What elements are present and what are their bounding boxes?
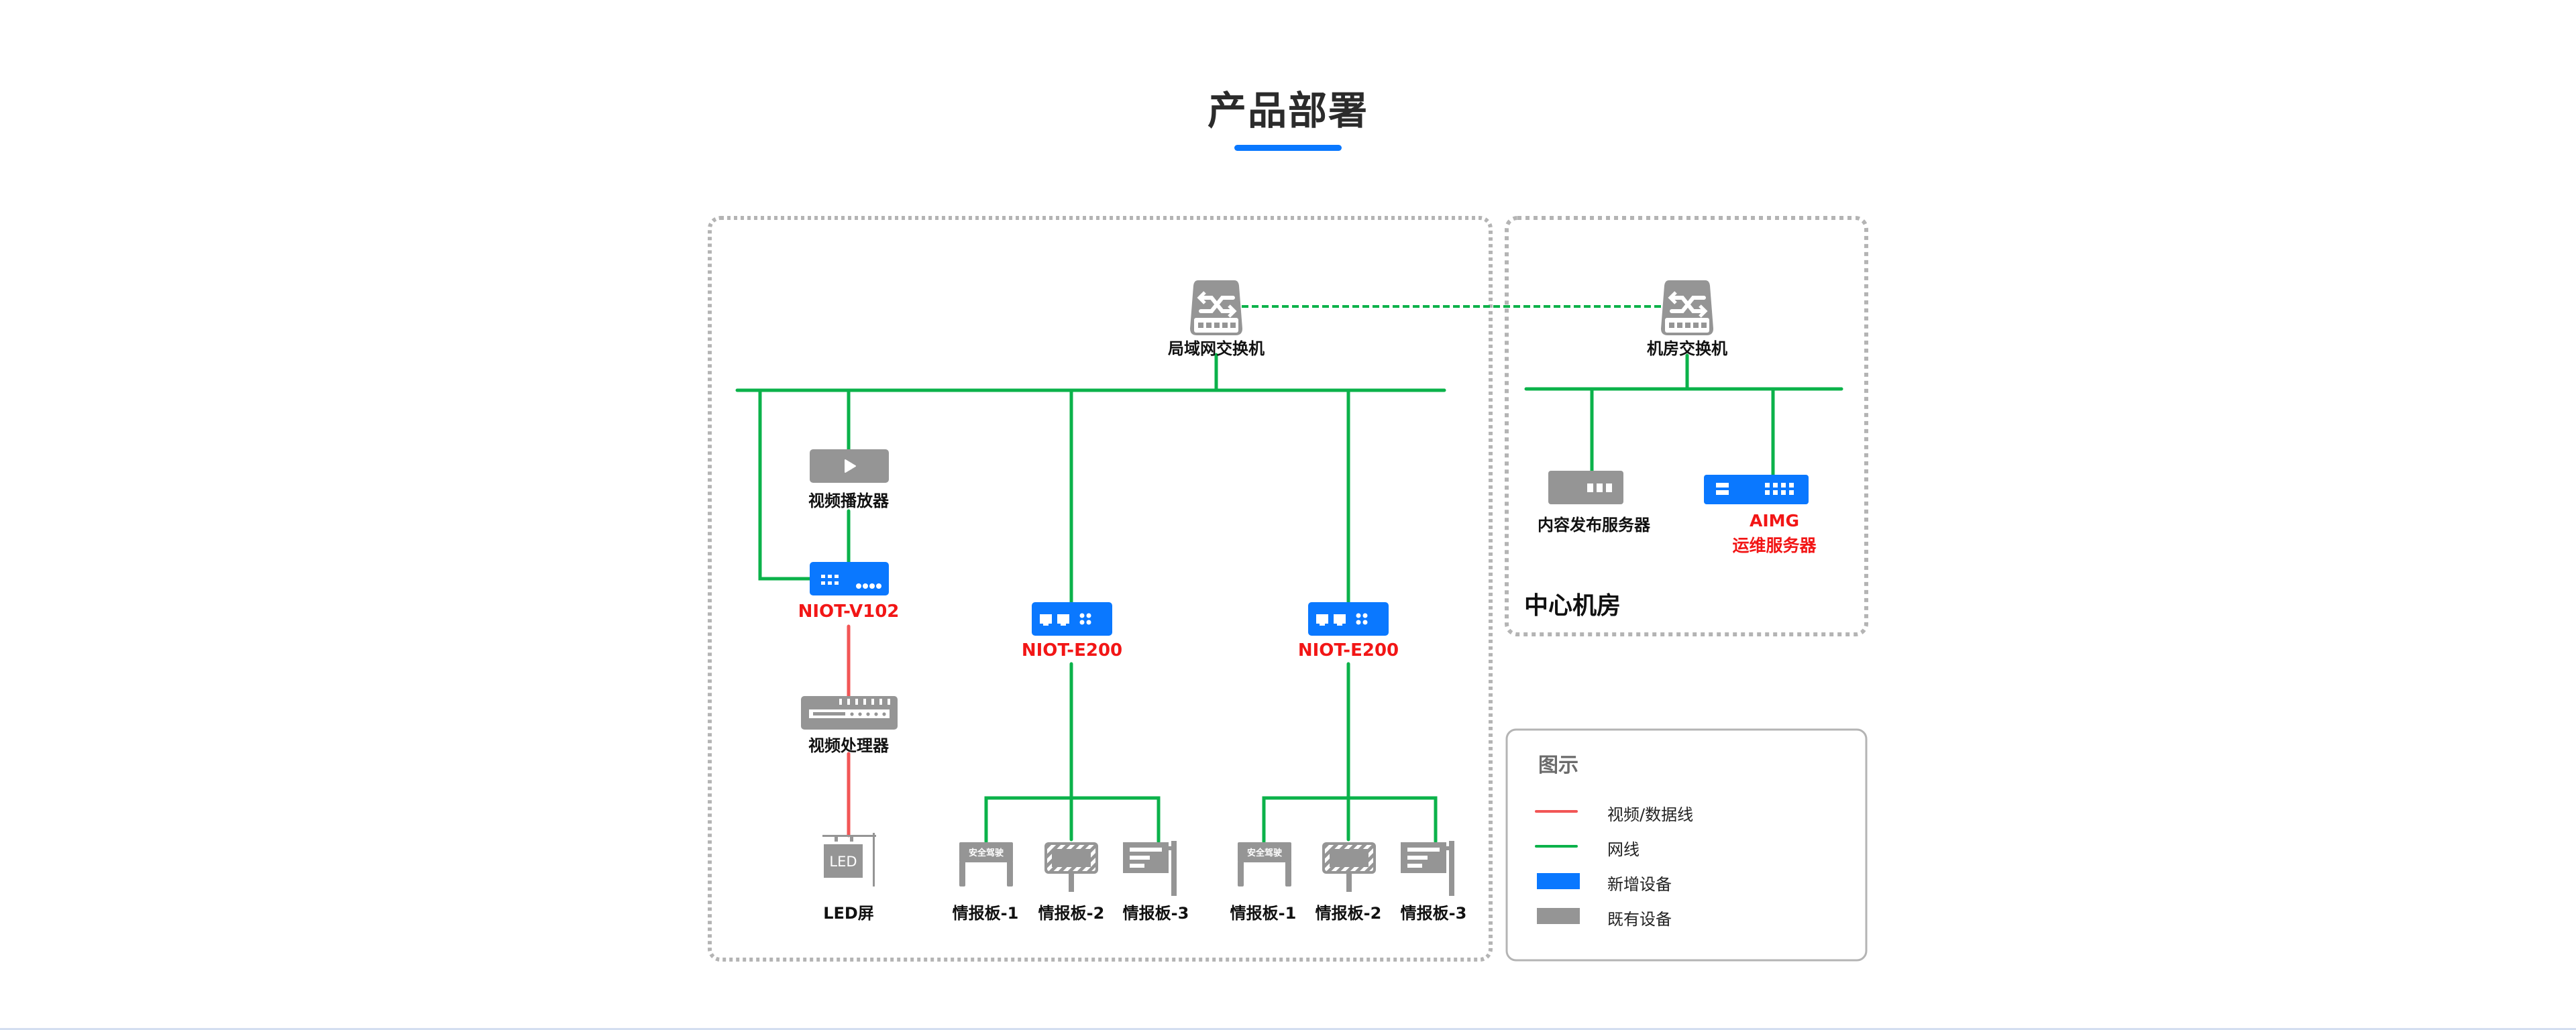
device-label: 内容发布服务器 bbox=[1538, 516, 1650, 534]
device-label: 视频处理器 bbox=[808, 736, 889, 755]
legend-item-label: 既有设备 bbox=[1607, 910, 1672, 929]
gateway-icon[interactable] bbox=[1308, 602, 1389, 636]
server-icon[interactable] bbox=[1548, 471, 1623, 504]
page-bottom-border bbox=[0, 1028, 2576, 1030]
legend-item-label: 网线 bbox=[1607, 840, 1640, 859]
device-label: 情报板-1 bbox=[1230, 904, 1297, 923]
legend-title: 图示 bbox=[1538, 754, 1578, 777]
legend-item-label: 新增设备 bbox=[1607, 875, 1672, 894]
gantry-sign-icon[interactable]: 安全驾驶 bbox=[959, 842, 1013, 886]
gantry-sign-icon[interactable]: 安全驾驶 bbox=[1238, 842, 1291, 886]
link-e200-a-branch bbox=[984, 796, 1161, 844]
side-sign-icon[interactable] bbox=[1401, 841, 1454, 896]
site-zone-frame bbox=[708, 216, 1493, 962]
switch-icon[interactable] bbox=[1190, 280, 1242, 335]
sign-text: 安全驾驶 bbox=[1247, 848, 1282, 858]
device-label: 情报板-2 bbox=[1315, 904, 1382, 923]
room-network-lines bbox=[1524, 353, 1843, 477]
sign-text: 安全驾驶 bbox=[969, 848, 1004, 858]
gateway-icon[interactable] bbox=[810, 562, 889, 595]
link-bus-to-v102 bbox=[758, 388, 812, 581]
device-label: NIOT-E200 bbox=[1021, 640, 1123, 661]
led-sign-icon[interactable]: LED bbox=[822, 833, 876, 886]
page-title: 产品部署 bbox=[1207, 88, 1368, 133]
device-label: 机房交换机 bbox=[1647, 339, 1727, 358]
zone-label-central-room: 中心机房 bbox=[1524, 592, 1621, 620]
device-label: NIOT-E200 bbox=[1297, 640, 1399, 661]
legend-frame bbox=[1505, 728, 1868, 962]
device-label: 情报板-2 bbox=[1038, 904, 1105, 923]
device-label: LED屏 bbox=[823, 904, 874, 923]
led-screen-text: LED bbox=[829, 854, 857, 870]
device-label: 视频播放器 bbox=[808, 492, 889, 510]
play-icon[interactable] bbox=[810, 449, 889, 483]
server-icon[interactable] bbox=[1704, 475, 1809, 504]
site-network-lines bbox=[735, 353, 1446, 844]
device-label: 局域网交换机 bbox=[1168, 339, 1265, 358]
central-room-zone-frame bbox=[1505, 216, 1868, 636]
device-label: NIOT-V102 bbox=[798, 602, 900, 622]
processor-icon[interactable] bbox=[801, 696, 898, 730]
hazard-sign-icon[interactable] bbox=[1322, 842, 1376, 892]
legend-item-label: 视频/数据线 bbox=[1607, 805, 1694, 824]
title-underline bbox=[1234, 145, 1342, 151]
switch-icon[interactable] bbox=[1661, 280, 1713, 335]
device-label: 运维服务器 bbox=[1732, 536, 1817, 555]
link-e200-b-branch bbox=[1262, 796, 1438, 844]
side-sign-icon[interactable] bbox=[1123, 841, 1177, 896]
device-label: 情报板-1 bbox=[952, 904, 1019, 923]
device-label: AIMG bbox=[1749, 511, 1800, 530]
device-label: 情报板-3 bbox=[1122, 904, 1189, 923]
hazard-sign-icon[interactable] bbox=[1044, 842, 1098, 892]
device-label: 情报板-3 bbox=[1400, 904, 1467, 923]
gateway-icon[interactable] bbox=[1032, 602, 1112, 636]
legend-swatch-new bbox=[1537, 873, 1580, 889]
legend-swatch-existing bbox=[1537, 908, 1580, 924]
